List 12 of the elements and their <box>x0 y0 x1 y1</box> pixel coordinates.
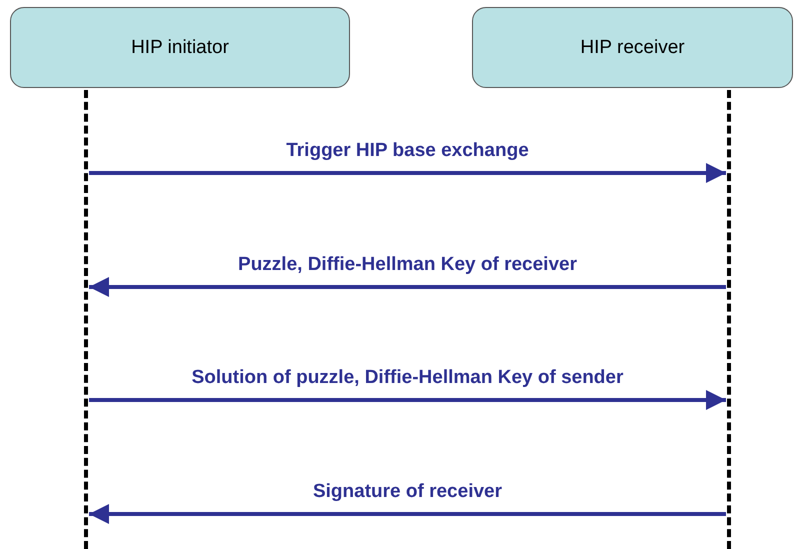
message-arrow <box>89 390 726 410</box>
edge-label: Puzzle, Diffie-Hellman Key of receiver <box>238 254 577 276</box>
lifeline <box>84 90 88 549</box>
message-arrow <box>89 277 726 297</box>
edge-label: Trigger HIP base exchange <box>286 140 529 162</box>
lifeline <box>727 90 731 549</box>
participant-box: HIP initiator <box>10 7 350 88</box>
message-arrow <box>89 163 726 183</box>
edge-label: Signature of receiver <box>312 481 502 503</box>
message-arrow <box>89 504 726 524</box>
edge-label: Solution of puzzle, Diffie-Hellman Key of sender <box>192 367 624 389</box>
participant-box: HIP receiver <box>472 7 793 88</box>
